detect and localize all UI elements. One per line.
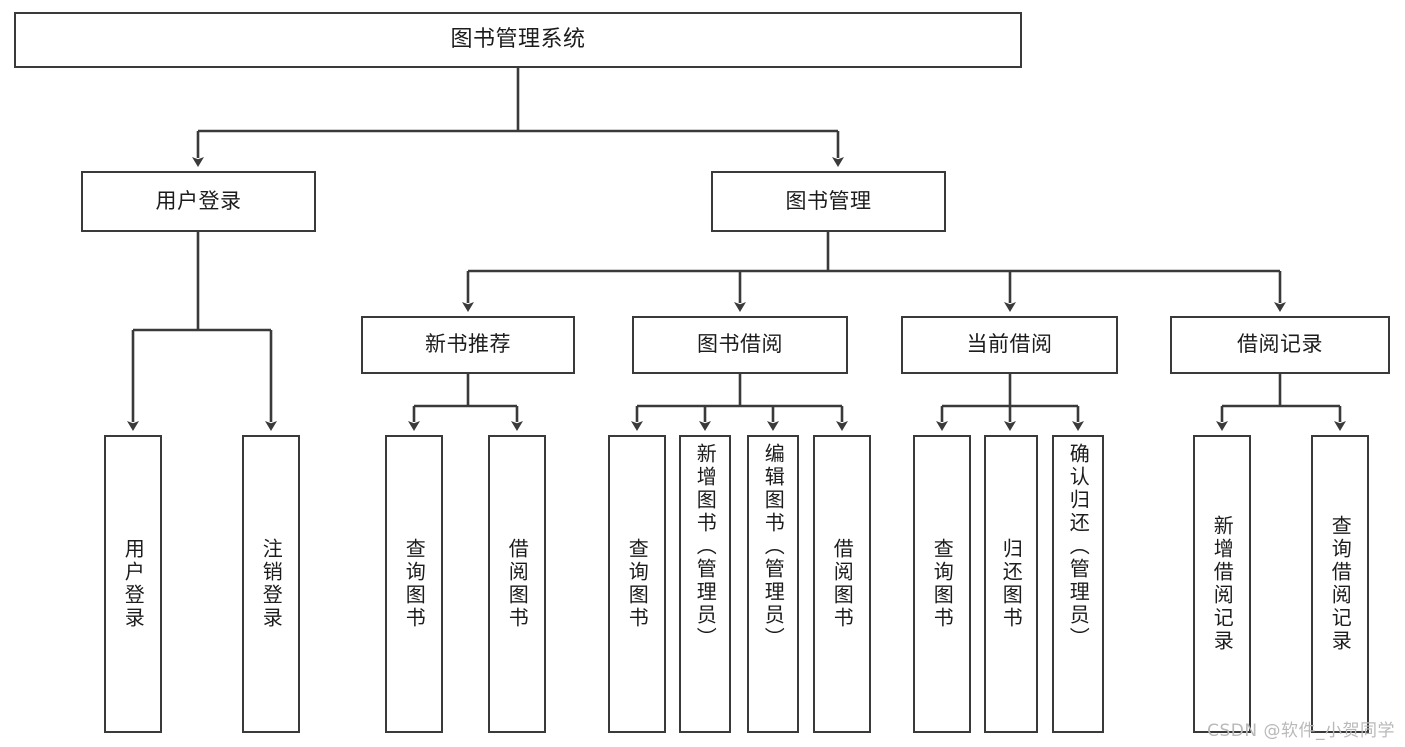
leaf-new-book-query-book[interactable]: 查询图书: [385, 435, 443, 733]
leaf-user-login-logout[interactable]: 注销登录: [242, 435, 300, 733]
leaf-book-borrow-query-book[interactable]: 查询图书: [608, 435, 666, 733]
node-label: 用户登录: [155, 188, 242, 213]
leaf-new-book-borrow-book[interactable]: 借阅图书: [488, 435, 546, 733]
leaf-book-borrow-edit-book-admin[interactable]: 编辑图书（管理员）: [747, 435, 799, 733]
node-label: 图书管理: [785, 188, 872, 213]
node-label: 查询图书: [930, 538, 955, 630]
leaf-current-borrow-confirm-return-admin[interactable]: 确认归还（管理员）: [1052, 435, 1104, 733]
node-label: 用户登录: [121, 538, 146, 630]
node-user-login[interactable]: 用户登录: [81, 171, 316, 232]
node-label: 借阅图书: [830, 538, 855, 630]
node-label: 查询图书: [402, 538, 427, 630]
leaf-borrow-record-add-record[interactable]: 新增借阅记录: [1193, 435, 1251, 733]
node-label: 归还图书: [999, 538, 1024, 630]
node-label: 图书管理系统: [450, 26, 586, 52]
node-new-book-recommend[interactable]: 新书推荐: [361, 316, 575, 374]
node-root-book-management-system[interactable]: 图书管理系统: [14, 12, 1022, 68]
node-label: 借阅图书: [505, 538, 530, 630]
node-label: 确认归还（管理员）: [1066, 443, 1091, 650]
node-book-management[interactable]: 图书管理: [711, 171, 946, 232]
node-label: 新书推荐: [425, 332, 511, 357]
node-label: 新增借阅记录: [1210, 515, 1235, 653]
leaf-borrow-record-query-record[interactable]: 查询借阅记录: [1311, 435, 1369, 733]
node-label: 图书借阅: [697, 332, 783, 357]
leaf-book-borrow-borrow-book[interactable]: 借阅图书: [813, 435, 871, 733]
node-label: 编辑图书（管理员）: [761, 443, 786, 650]
node-book-borrow[interactable]: 图书借阅: [632, 316, 848, 374]
node-borrow-record[interactable]: 借阅记录: [1170, 316, 1390, 374]
leaf-current-borrow-query-book[interactable]: 查询图书: [913, 435, 971, 733]
leaf-book-borrow-add-book-admin[interactable]: 新增图书（管理员）: [679, 435, 731, 733]
leaf-user-login-login[interactable]: 用户登录: [104, 435, 162, 733]
node-label: 注销登录: [259, 538, 284, 630]
leaf-current-borrow-return-book[interactable]: 归还图书: [984, 435, 1038, 733]
csdn-watermark: CSDN @软件_小贺同学: [1207, 721, 1395, 741]
node-label: 新增图书（管理员）: [693, 443, 718, 650]
node-current-borrow[interactable]: 当前借阅: [901, 316, 1118, 374]
node-label: 借阅记录: [1237, 332, 1323, 357]
node-label: 当前借阅: [966, 332, 1053, 357]
node-label: 查询借阅记录: [1328, 515, 1353, 653]
node-label: 查询图书: [625, 538, 650, 630]
